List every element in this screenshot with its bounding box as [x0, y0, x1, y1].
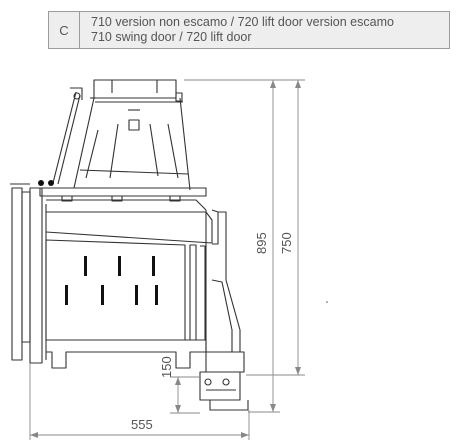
firebox-body: [45, 210, 213, 369]
door-frame: [10, 183, 47, 364]
dim-750-label: 750: [279, 232, 294, 254]
version-legend: C 710 version non escamo / 720 lift door…: [48, 11, 450, 49]
vent-slots: [65, 256, 158, 305]
legend-code: C: [49, 12, 80, 48]
rear-channel: [199, 209, 249, 411]
chimney-collar: [93, 79, 183, 102]
dim-895-label: 895: [254, 232, 269, 254]
hood: [73, 97, 191, 191]
lift-arm: [52, 87, 83, 185]
legend-line-2: 710 swing door / 720 lift door: [91, 30, 252, 44]
legend-line-1: 710 version non escamo / 720 lift door v…: [91, 15, 394, 29]
dim-555-label: 555: [131, 417, 153, 432]
top-plate: [39, 187, 207, 211]
dim-150-label: 150: [159, 356, 174, 378]
